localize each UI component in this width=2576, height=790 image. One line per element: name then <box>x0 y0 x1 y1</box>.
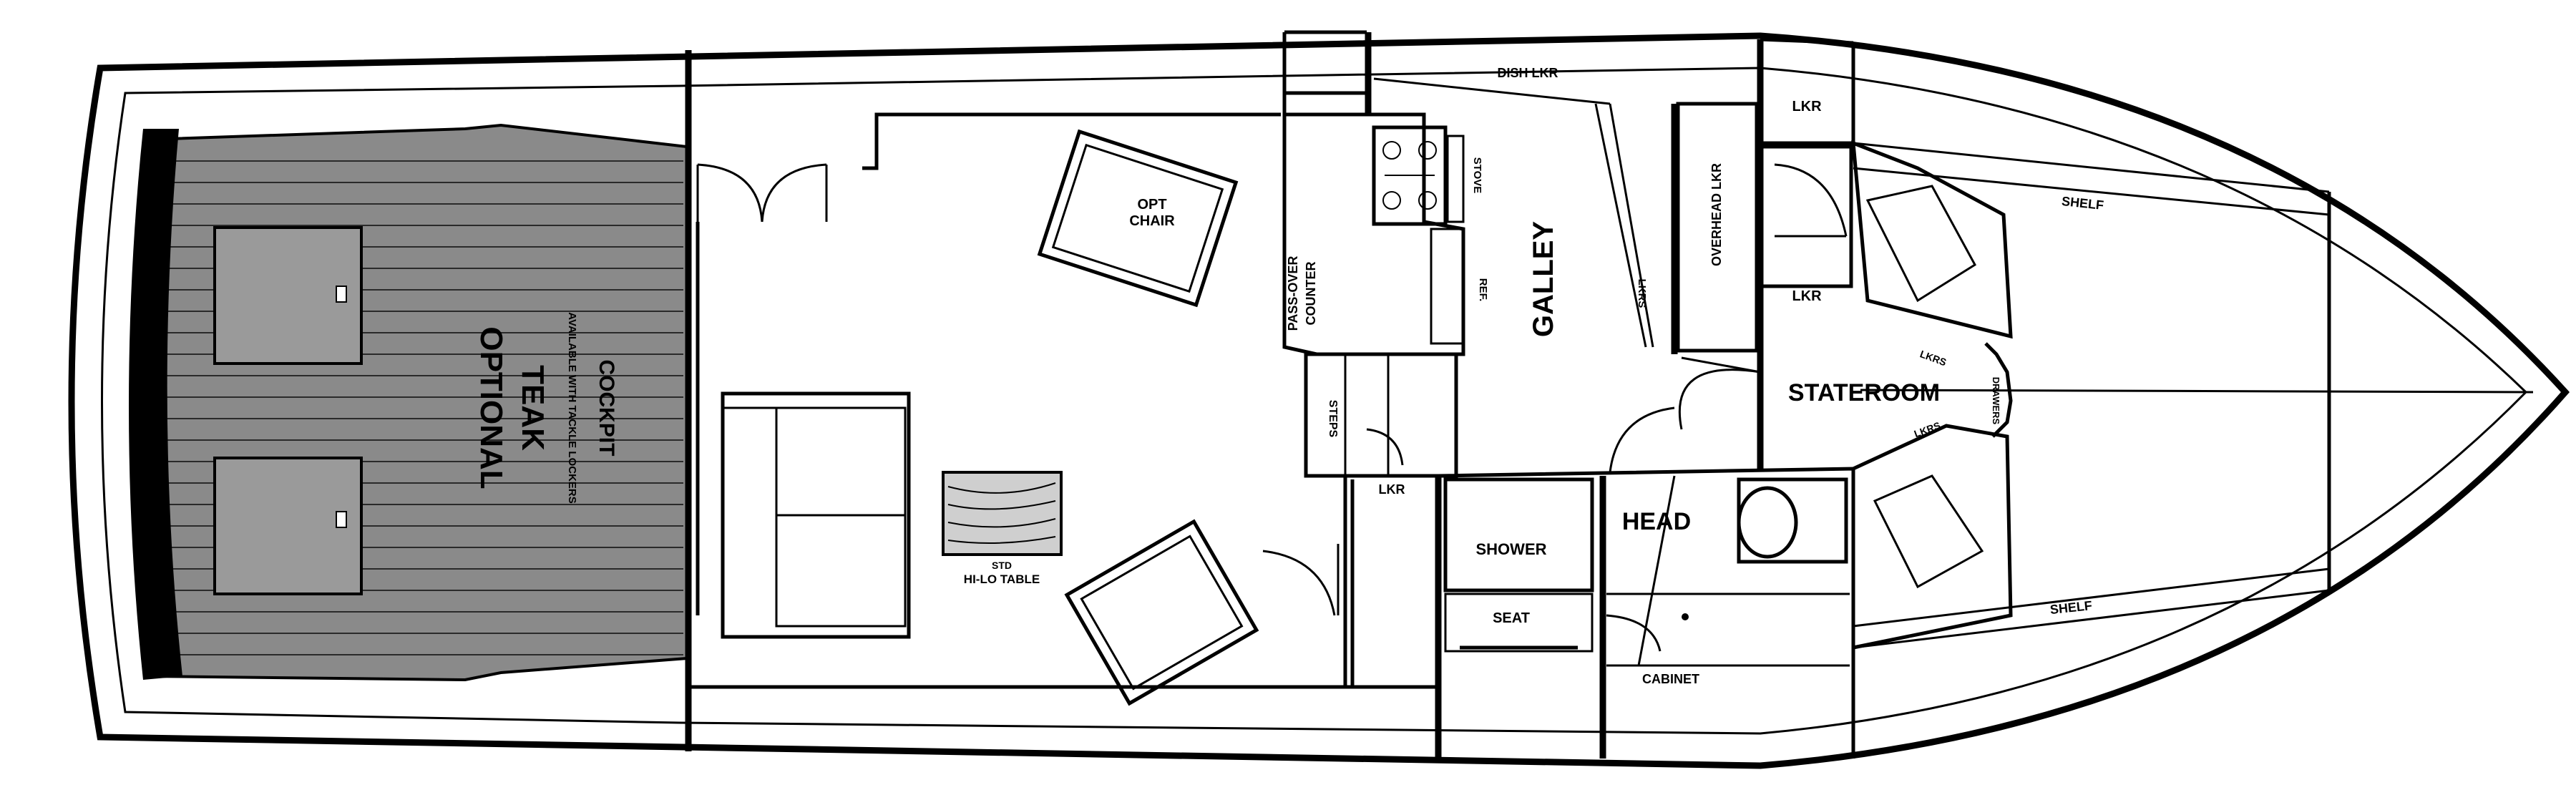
salon-door-arc <box>1262 550 1336 616</box>
hi-lo-table-label: HI-LO TABLE <box>964 572 1040 586</box>
head-label: HEAD <box>1622 508 1691 535</box>
cabinet-label: CABINET <box>1642 672 1699 686</box>
std-label: STD <box>992 560 1012 571</box>
bow-centerline <box>1860 389 2534 394</box>
galley-door-arc <box>1609 406 1675 473</box>
lkr-stateroom <box>1760 145 1853 288</box>
teak-label: TEAK <box>515 365 550 451</box>
overhead-lkr-label: OVERHEAD LKR <box>1709 163 1724 266</box>
pass-over-label-1: PASS-OVER <box>1286 256 1300 331</box>
head-compartment <box>1438 467 1855 759</box>
steps-label: STEPS <box>1327 400 1339 438</box>
stove-label: STOVE <box>1471 157 1483 194</box>
aft-door-arc-2 <box>761 163 827 223</box>
shower-seat <box>1444 592 1594 653</box>
overhead-lkr <box>1676 102 1759 353</box>
toilet-bowl <box>1737 486 1798 559</box>
aft-door-arc-1 <box>697 163 763 223</box>
settee <box>721 391 911 639</box>
cockpit-sub-label: AVAILABLE WITH TACKLE LOCKERS <box>566 312 578 503</box>
hull-outline <box>68 32 2570 769</box>
lkr-stateroom-label: LKR <box>1792 288 1822 304</box>
stove <box>1372 125 1448 226</box>
lkrs-lower-label: LKRS <box>1913 419 1942 439</box>
ref-label: REF. <box>1477 278 1489 302</box>
transom <box>129 129 182 680</box>
hatch-lower-latch <box>336 511 347 528</box>
hatch-upper-latch <box>336 286 347 303</box>
stateroom-door-arc <box>1678 369 1761 430</box>
seat-label: SEAT <box>1493 610 1530 626</box>
shelf-upper-line <box>1853 142 2330 193</box>
shelf-lower-line <box>1853 589 2330 649</box>
salon-wall <box>862 112 1281 170</box>
drawers-label: DRAWERS <box>1991 377 2001 425</box>
stateroom-label: STATEROOM <box>1788 379 1940 406</box>
opt-chair-label-2: CHAIR <box>1129 213 1175 229</box>
opt-chair <box>1037 129 1239 308</box>
optional-label: OPTIONAL <box>474 326 509 489</box>
stateroom-cabinet <box>1984 342 2013 438</box>
lkr-fwd-top-label: LKR <box>1792 99 1822 114</box>
shower-label: SHOWER <box>1476 540 1547 558</box>
dish-lkr-label: DISH LKR <box>1498 66 1558 80</box>
shower <box>1443 477 1594 592</box>
lkrs-upper-label: LKRS <box>1918 348 1948 368</box>
hi-lo-table <box>942 471 1063 556</box>
opt-chair-label-1: OPT <box>1137 197 1166 213</box>
chair-lower <box>1064 519 1259 706</box>
cockpit-label: COCKPIT <box>595 360 618 457</box>
refrigerator <box>1430 228 1465 345</box>
pass-over-label-2: COUNTER <box>1304 262 1318 326</box>
dish-lkr-line <box>1373 77 1611 105</box>
lkr-aft-label: LKR <box>1379 482 1405 497</box>
shelf-upper-label: SHELF <box>2061 194 2104 213</box>
galley-label: GALLEY <box>1528 221 1559 338</box>
lkr-aft <box>1343 474 1440 689</box>
lkrs-galley-label: LKRS <box>1636 279 1648 308</box>
